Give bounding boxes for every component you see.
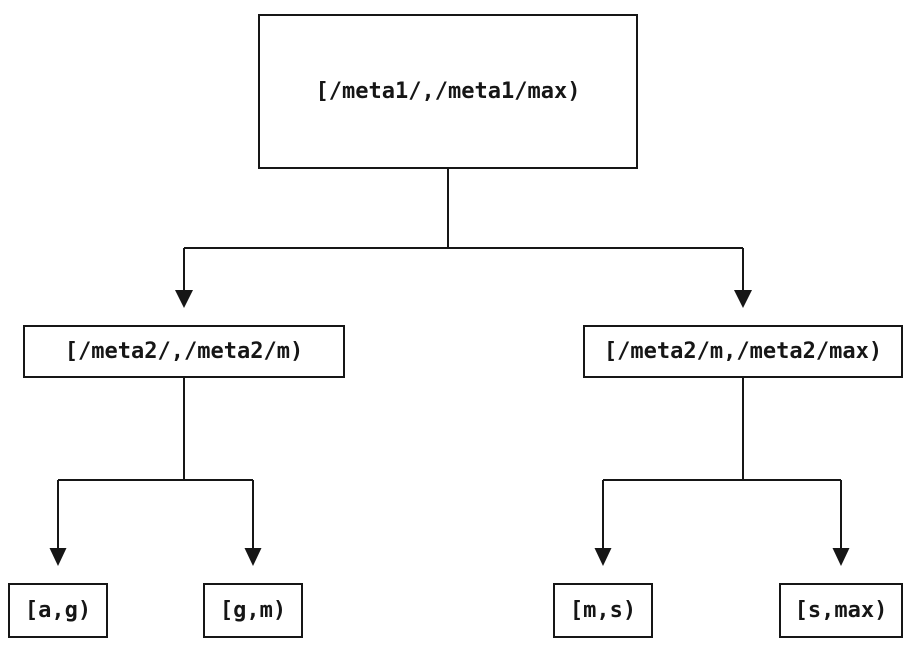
tree-node-leaf-ms: [m,s)	[553, 583, 653, 638]
arrowhead-root-right	[734, 290, 752, 308]
arrowhead-left-gm	[244, 548, 262, 566]
edge-leftmid-trunk	[57, 378, 254, 549]
tree-node-leaf-ag: [a,g)	[8, 583, 108, 638]
tree-node-root: [/meta1/,/meta1/max)	[258, 14, 638, 169]
tree-node-leaf-smax: [s,max)	[779, 583, 903, 638]
edge-rightmid-trunk	[602, 378, 842, 549]
arrowhead-right-ms	[594, 548, 612, 566]
tree-node-left-mid: [/meta2/,/meta2/m)	[23, 325, 345, 378]
arrowhead-left-ag	[49, 548, 67, 566]
tree-node-leaf-gm: [g,m)	[203, 583, 303, 638]
tree-node-right-mid: [/meta2/m,/meta2/max)	[583, 325, 903, 378]
arrowhead-root-left	[175, 290, 193, 308]
edge-root-trunk	[183, 169, 744, 291]
arrowhead-right-smax	[832, 548, 850, 566]
